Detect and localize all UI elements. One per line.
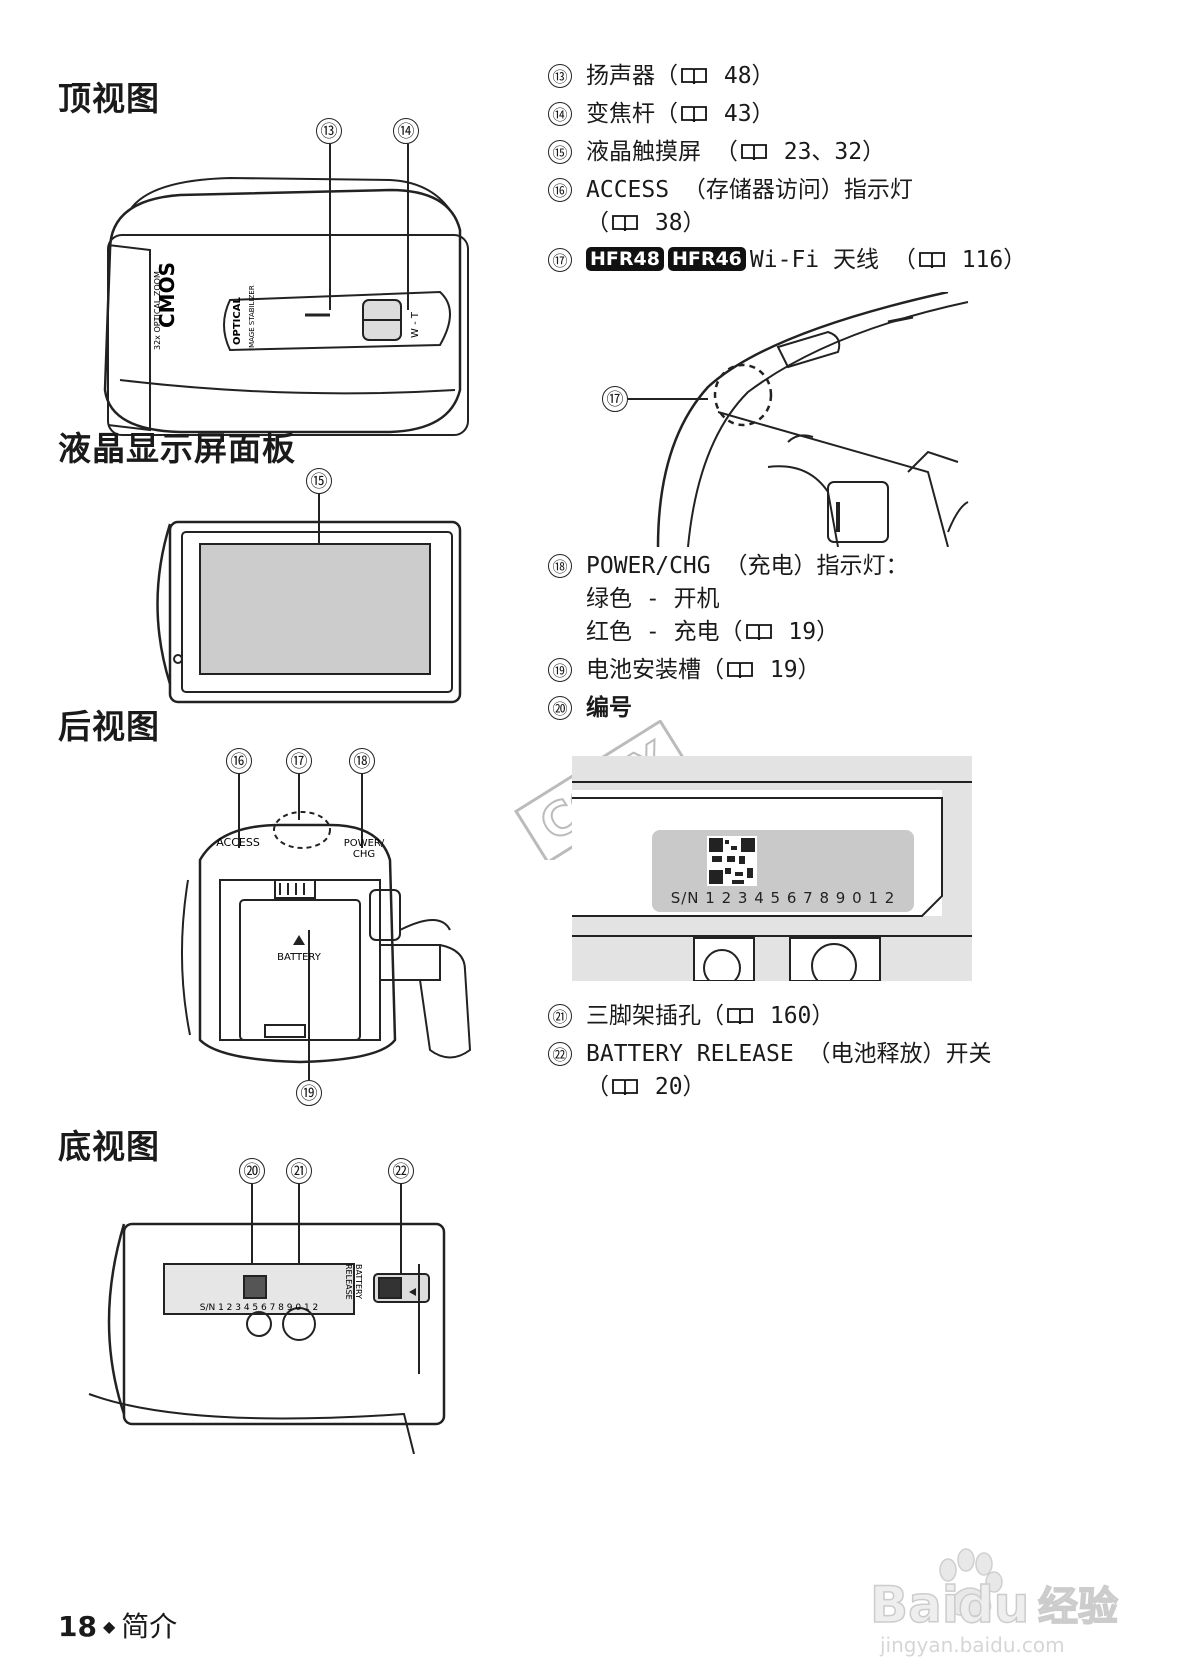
model-badge-hfr48: HFR48 [586,247,664,271]
page-number: 18 [58,1610,97,1643]
legend-num-15: ⑮ [548,140,572,164]
legend-ref-22: 20） [654,1074,706,1100]
legend-num-19: ⑲ [548,658,572,682]
optical-zoom-label: 32x OPTICAL ZOOM [153,271,162,350]
legend-text-22: BATTERY RELEASE （电池释放）开关 [586,1041,992,1067]
legend-ref-17: 116） [961,247,1027,273]
serial-number-figure: S/N 1 2 3 4 5 6 7 8 9 0 1 2 [572,756,972,981]
section-title-lcd-panel: 液晶显示屏面板 [58,429,296,468]
model-badge-hfr46: HFR46 [667,247,746,271]
callout-20: ⑳ [239,1158,265,1184]
callout-18: ⑱ [349,748,375,774]
callout-17-detail: ⑰ [602,386,628,412]
cmos-label: CMOS [155,262,179,328]
rear-view-figure: ACCESS POWER/ CHG BATTERY [180,774,472,1080]
page-footer: 18 ◆ 简介 [58,1605,177,1645]
callout-14: ⑭ [393,118,419,144]
battery-label: BATTERY [277,952,322,963]
watermark-url: jingyan.baidu.com [879,1633,1065,1657]
zoom-wt-label: W - T [410,311,421,338]
book-icon [727,1008,753,1025]
access-label: ACCESS [216,836,260,849]
legend-text-21: 三脚架插孔（ [586,1003,724,1029]
callout-16: ⑯ [226,748,252,774]
legend-num-13: ⑬ [548,64,572,88]
serial-number-label: S/N 1 2 3 4 5 6 7 8 9 0 1 2 [671,889,896,907]
serial-small-label: S/N 1 2 3 4 5 6 7 8 9 0 1 2 [200,1303,319,1313]
book-icon [918,252,945,269]
legend-num-17: ⑰ [548,248,572,272]
legend-text-13: 扬声器（ [586,63,678,89]
legend-line2-18: 绿色 - 开机 [586,586,720,612]
legend-text-18: POWER/CHG （充电）指示灯： [586,553,909,579]
jingyan-text: 经验 [1038,1584,1118,1630]
callout-15: ⑮ [306,468,332,494]
legend-ref-18: 19） [788,619,840,645]
book-icon [745,624,772,641]
section-title-rear-view: 后视图 [58,707,160,746]
lcd-panel-figure [156,494,462,704]
chapter-name: 简介 [121,1610,178,1643]
callout-17: ⑰ [286,748,312,774]
callout-22: ㉒ [388,1158,414,1184]
callout-13: ⑬ [316,118,342,144]
image-stabilizer-label: IMAGE STABILIZER [248,285,256,350]
bottom-view-figure: S/N 1 2 3 4 5 6 7 8 9 0 1 2 BATTERY RELE… [88,1184,446,1454]
legend-prefix-16: （ [586,210,609,236]
legend-text-14: 变焦杆（ [586,101,678,127]
optical-label: OPTICAL [232,297,243,345]
legend-text-20: 编号 [586,695,632,721]
baidu-paw-logo: Bai du 经验 jingyan.baidu.com [869,1548,1119,1657]
legend-text-15: 液晶触摸屏 （ [586,139,738,165]
legend-num-18: ⑱ [548,554,572,578]
book-icon [740,144,767,161]
book-icon [681,106,707,123]
baidu-brand-text-2: du [958,1576,1029,1634]
legend-num-20: ⑳ [548,696,572,720]
callout-21: ㉑ [286,1158,312,1184]
legend-text-16: ACCESS （存储器访问）指示灯 [586,177,913,203]
baidu-watermark: Bai du 经验 jingyan.baidu.com [869,1520,1170,1670]
legend-text-17: Wi-Fi 天线 （ [749,247,916,273]
power-chg-label-1: POWER/ [344,838,385,849]
legend-num-21: ㉑ [548,1004,572,1028]
diamond-icon: ◆ [102,1617,116,1636]
book-icon [612,215,638,232]
legend-prefix-22: （ [586,1074,609,1100]
book-icon [681,68,707,85]
legend-num-16: ⑯ [548,178,572,202]
legend-ref-15: 23、32） [783,139,886,165]
battery-release-label-2: RELEASE [344,1264,353,1300]
callout-19: ⑲ [296,1080,322,1106]
legend-prefix-18: 红色 - 充电（ [586,619,743,645]
battery-release-label-1: BATTERY [354,1264,363,1299]
legend-ref-16: 38） [654,210,706,236]
legend-ref-13: 48） [723,63,775,89]
legend-num-22: ㉒ [548,1042,572,1066]
section-title-top-view: 顶视图 [58,79,160,118]
wifi-antenna-figure [628,292,969,547]
legend-ref-21: 160） [769,1003,835,1029]
baidu-brand-text: Bai [870,1576,959,1634]
legend-text-19: 电池安装槽（ [586,657,724,683]
book-icon [612,1079,638,1096]
top-view-figure: CMOS 32x OPTICAL ZOOM OPTICAL IMAGE STAB… [103,144,469,436]
power-chg-label-2: CHG [353,849,375,860]
section-title-bottom-view: 底视图 [58,1127,160,1166]
legend-num-14: ⑭ [548,102,572,126]
legend-ref-19: 19） [769,657,821,683]
legend-ref-14: 43） [723,101,775,127]
book-icon [727,662,753,679]
